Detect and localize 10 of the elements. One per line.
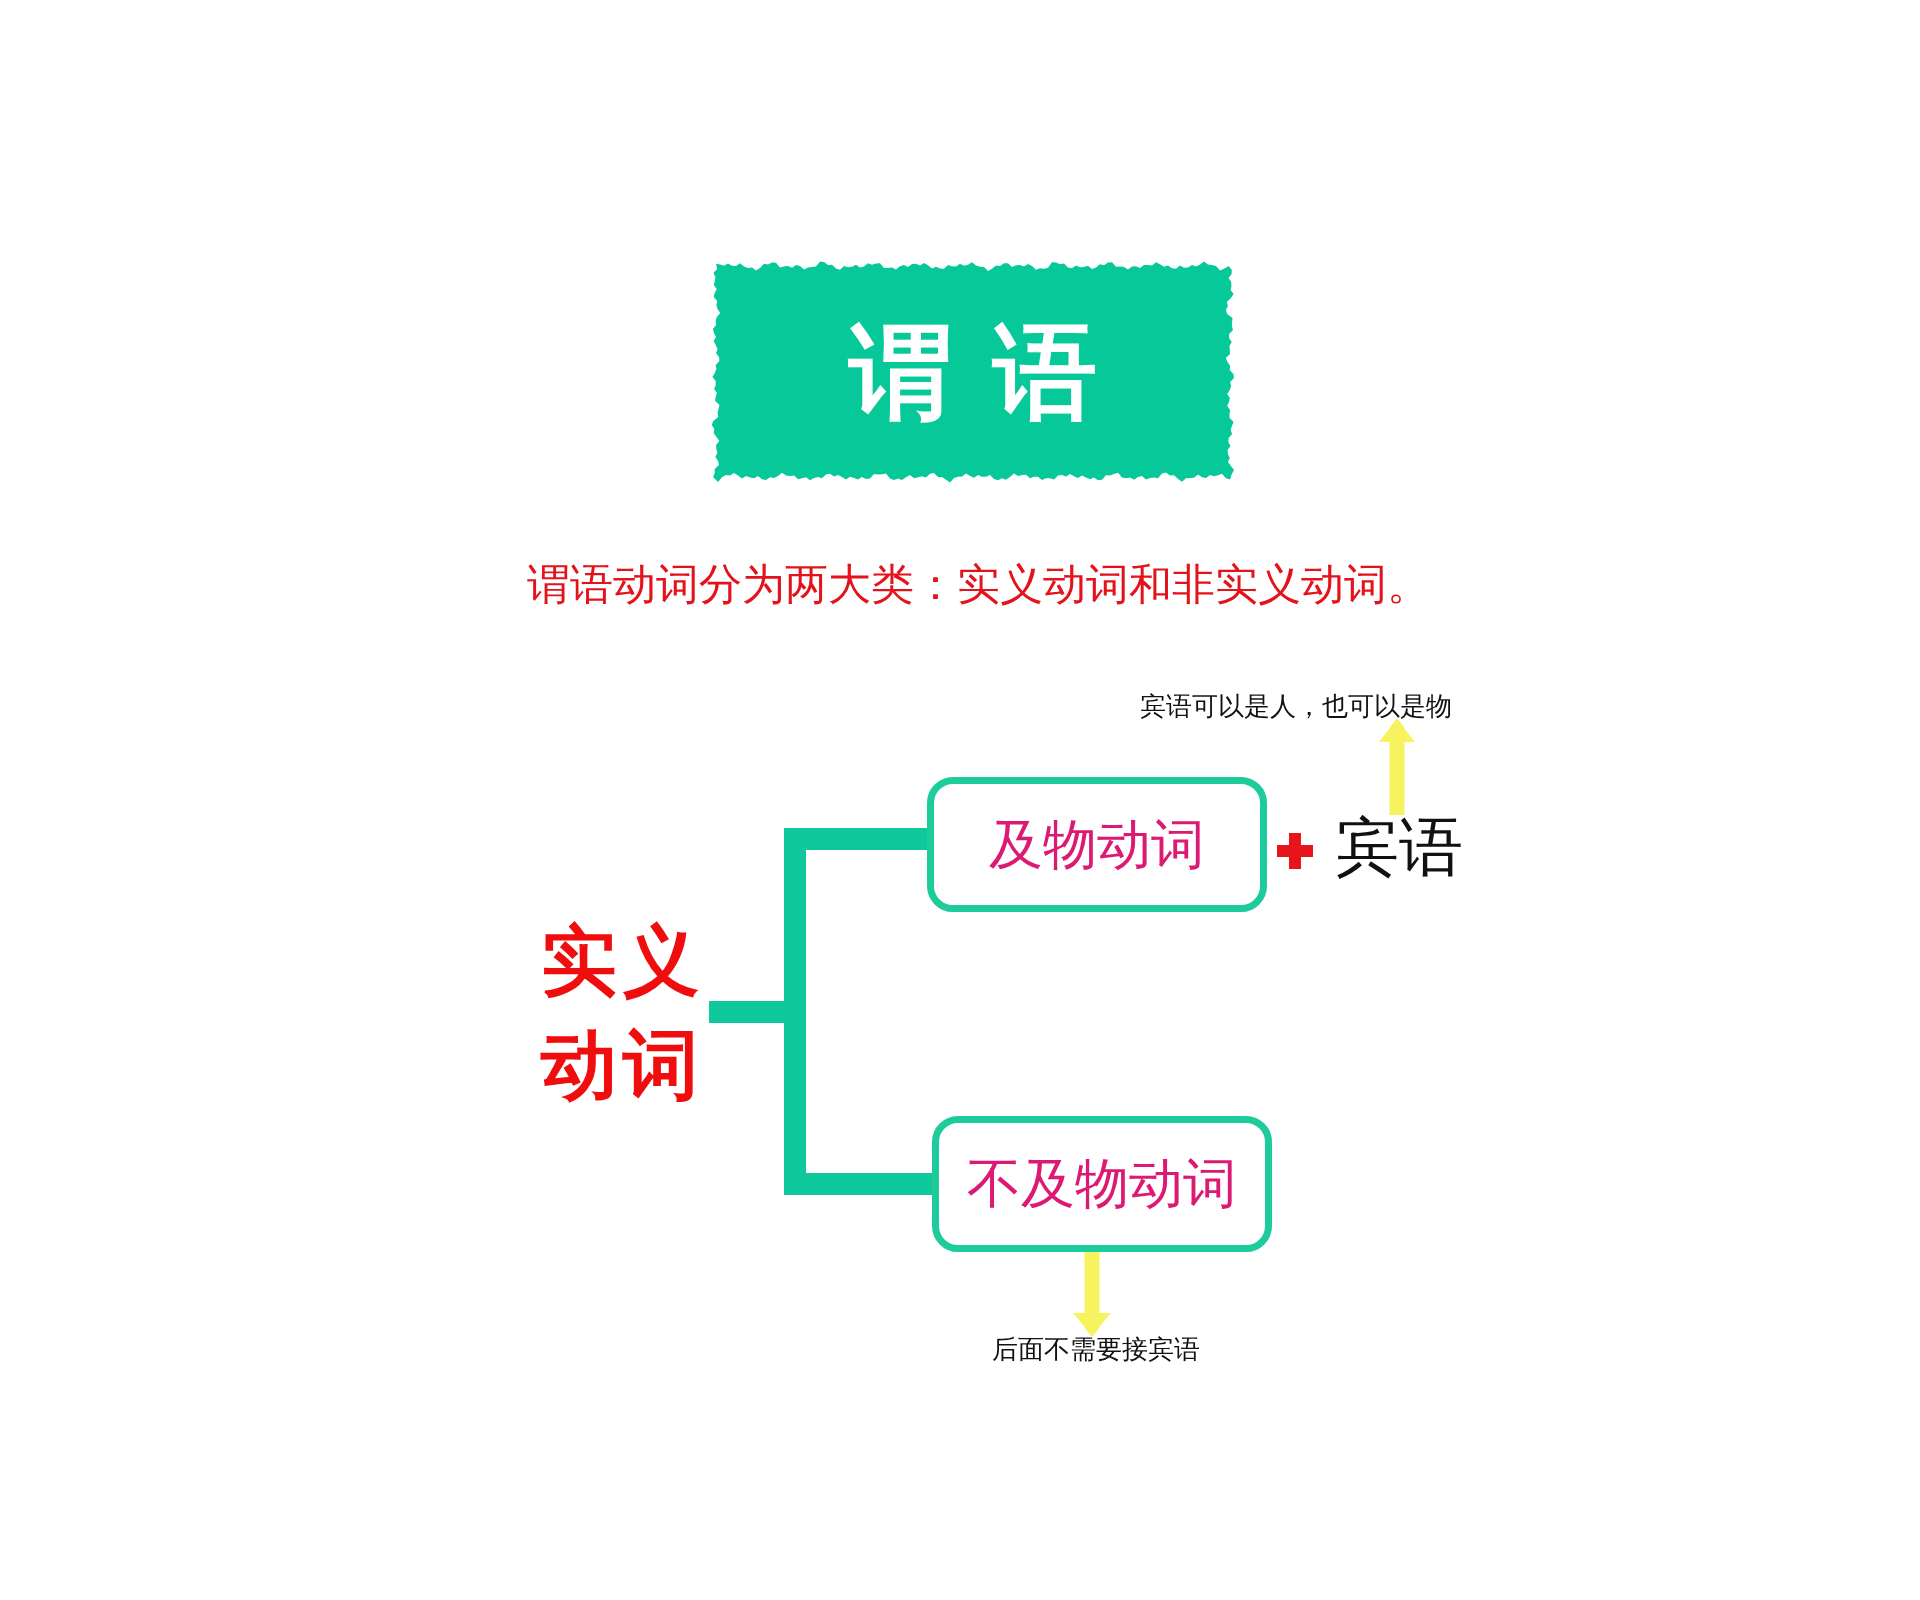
subtitle-text: 谓语动词分为两大类：实义动词和非实义动词。	[526, 563, 1430, 606]
arrow	[1379, 719, 1415, 815]
term-label: 宾语	[1335, 815, 1463, 879]
category-box: 不及物动词	[932, 1116, 1272, 1252]
title-banner: 谓语	[709, 259, 1237, 484]
note-text: 宾语可以是人，也可以是物	[1140, 693, 1452, 719]
arrow	[1073, 1252, 1111, 1336]
category-label: 实义动词	[541, 909, 709, 1117]
category-box: 及物动词	[927, 777, 1267, 912]
note-text: 后面不需要接宾语	[992, 1336, 1200, 1362]
